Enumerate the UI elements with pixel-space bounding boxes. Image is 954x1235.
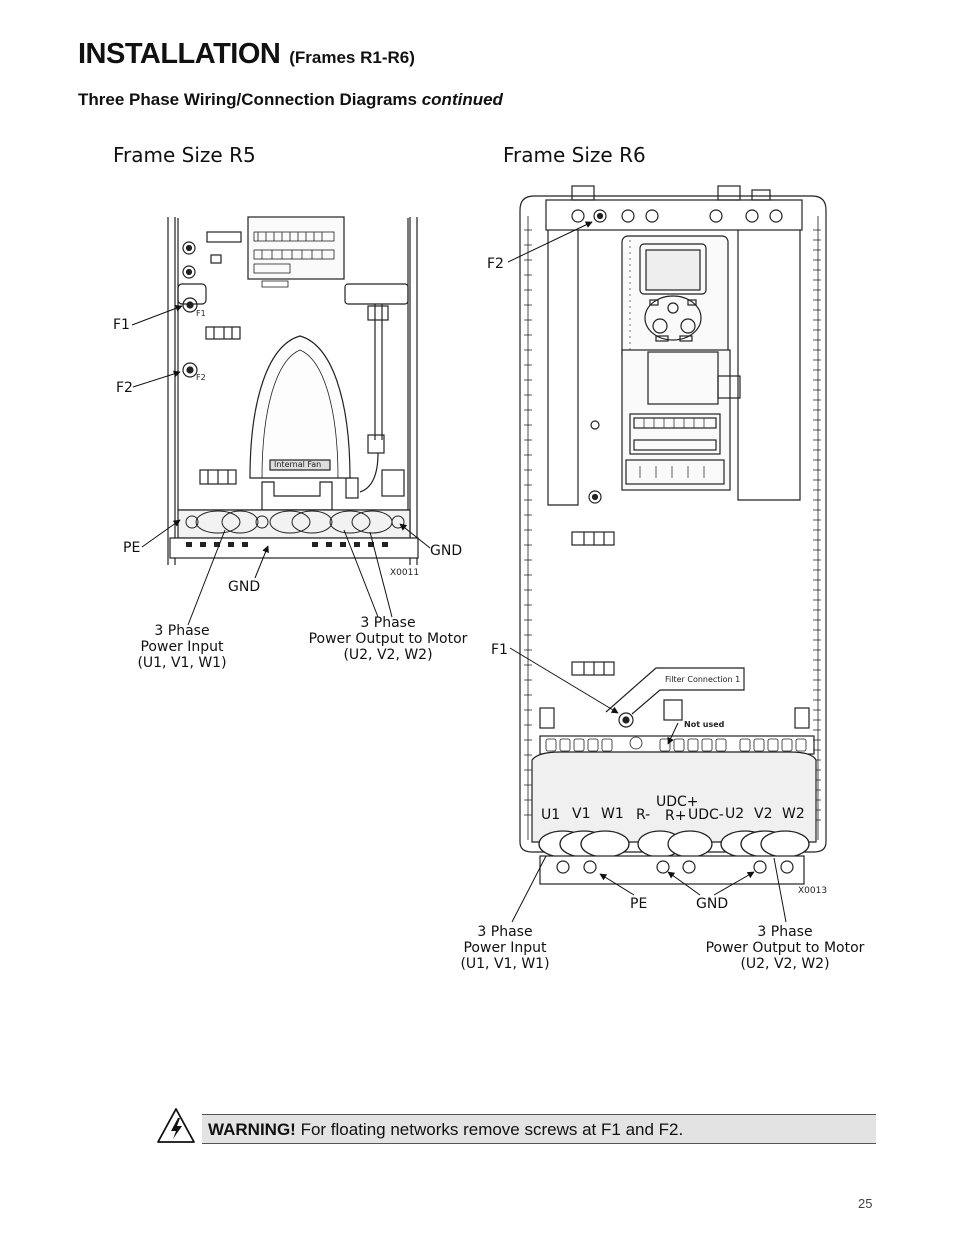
r6-f2-label: F2 xyxy=(487,256,504,272)
page-number: 25 xyxy=(858,1196,873,1211)
r6-output-line-2: Power Output to Motor xyxy=(706,940,865,956)
r5-code: X0011 xyxy=(390,568,419,578)
r6-input-label: 3 Phase Power Input (U1, V1, W1) xyxy=(460,924,549,972)
r5-output-line-2: Power Output to Motor xyxy=(309,631,468,647)
frame-r5-drawing xyxy=(167,216,419,565)
r6-terminal-labels: U1 V1 W1 R- R+ UDC- U2 V2 W2 xyxy=(541,806,805,824)
r6-terminal-udc-minus: UDC- xyxy=(688,807,724,823)
r6-terminal-v2: V2 xyxy=(754,806,772,822)
r6-output-line-3: (U2, V2, W2) xyxy=(740,956,829,972)
r6-udc-plus-label: UDC+ xyxy=(656,794,699,810)
page-title-main: INSTALLATION xyxy=(78,38,281,70)
frame-r5-title: Frame Size R5 xyxy=(113,143,256,167)
r5-output-line-1: 3 Phase xyxy=(360,615,415,631)
r5-leader-lines xyxy=(131,304,431,626)
frame-r6-drawing xyxy=(519,185,827,885)
section-heading: Three Phase Wiring/Connection Diagrams c… xyxy=(78,90,503,110)
r6-filter-connection-label: Filter Connection 1 xyxy=(665,675,740,684)
r5-output-label: 3 Phase Power Output to Motor (U2, V2, W… xyxy=(309,615,468,663)
r5-pin-f1: F1 xyxy=(196,309,206,318)
r6-input-line-2: Power Input xyxy=(463,940,547,956)
r6-terminal-r-minus: R- xyxy=(636,807,650,823)
r5-pin-f2: F2 xyxy=(196,373,206,382)
r6-terminal-u2: U2 xyxy=(725,806,744,822)
r6-input-line-3: (U1, V1, W1) xyxy=(460,956,549,972)
r6-leader-lines xyxy=(507,221,787,923)
r6-code: X0013 xyxy=(798,886,827,896)
r5-f1-label: F1 xyxy=(113,317,130,333)
r6-terminal-u1: U1 xyxy=(541,807,560,823)
high-voltage-warning-icon xyxy=(157,1108,195,1143)
section-heading-suffix: continued xyxy=(421,90,503,109)
r6-terminal-r-plus: R+ xyxy=(665,808,686,824)
warning-box: WARNING! For floating networks remove sc… xyxy=(202,1114,876,1144)
r6-input-line-1: 3 Phase xyxy=(477,924,532,940)
r6-output-line-1: 3 Phase xyxy=(757,924,812,940)
r6-not-used-label: Not used xyxy=(684,720,725,729)
section-heading-text: Three Phase Wiring/Connection Diagrams xyxy=(78,90,417,109)
r5-input-line-2: Power Input xyxy=(140,639,224,655)
r5-fan-label: Internal Fan xyxy=(274,460,321,469)
r6-pe-label: PE xyxy=(630,896,647,912)
r5-gnd-right-label: GND xyxy=(430,543,462,559)
r6-output-label: 3 Phase Power Output to Motor (U2, V2, W… xyxy=(706,924,865,972)
r6-terminal-v1: V1 xyxy=(572,806,590,822)
r5-input-label: 3 Phase Power Input (U1, V1, W1) xyxy=(137,623,226,671)
r5-input-line-3: (U1, V1, W1) xyxy=(137,655,226,671)
r5-f2-label: F2 xyxy=(116,380,133,396)
r5-gnd-bottom-label: GND xyxy=(228,579,260,595)
r5-pe-label: PE xyxy=(123,540,140,556)
frame-r6-title: Frame Size R6 xyxy=(503,143,646,167)
warning-label: WARNING! xyxy=(208,1120,296,1139)
r6-terminal-w1: W1 xyxy=(601,806,624,822)
warning-text: For floating networks remove screws at F… xyxy=(300,1120,684,1139)
page-title-sub: (Frames R1-R6) xyxy=(289,48,415,67)
r6-gnd-label: GND xyxy=(696,896,728,912)
r6-f1-label: F1 xyxy=(491,642,508,658)
r5-input-line-1: 3 Phase xyxy=(154,623,209,639)
r6-terminal-w2: W2 xyxy=(782,806,805,822)
r5-output-line-3: (U2, V2, W2) xyxy=(343,647,432,663)
page-title: INSTALLATION (Frames R1-R6) xyxy=(78,34,415,71)
